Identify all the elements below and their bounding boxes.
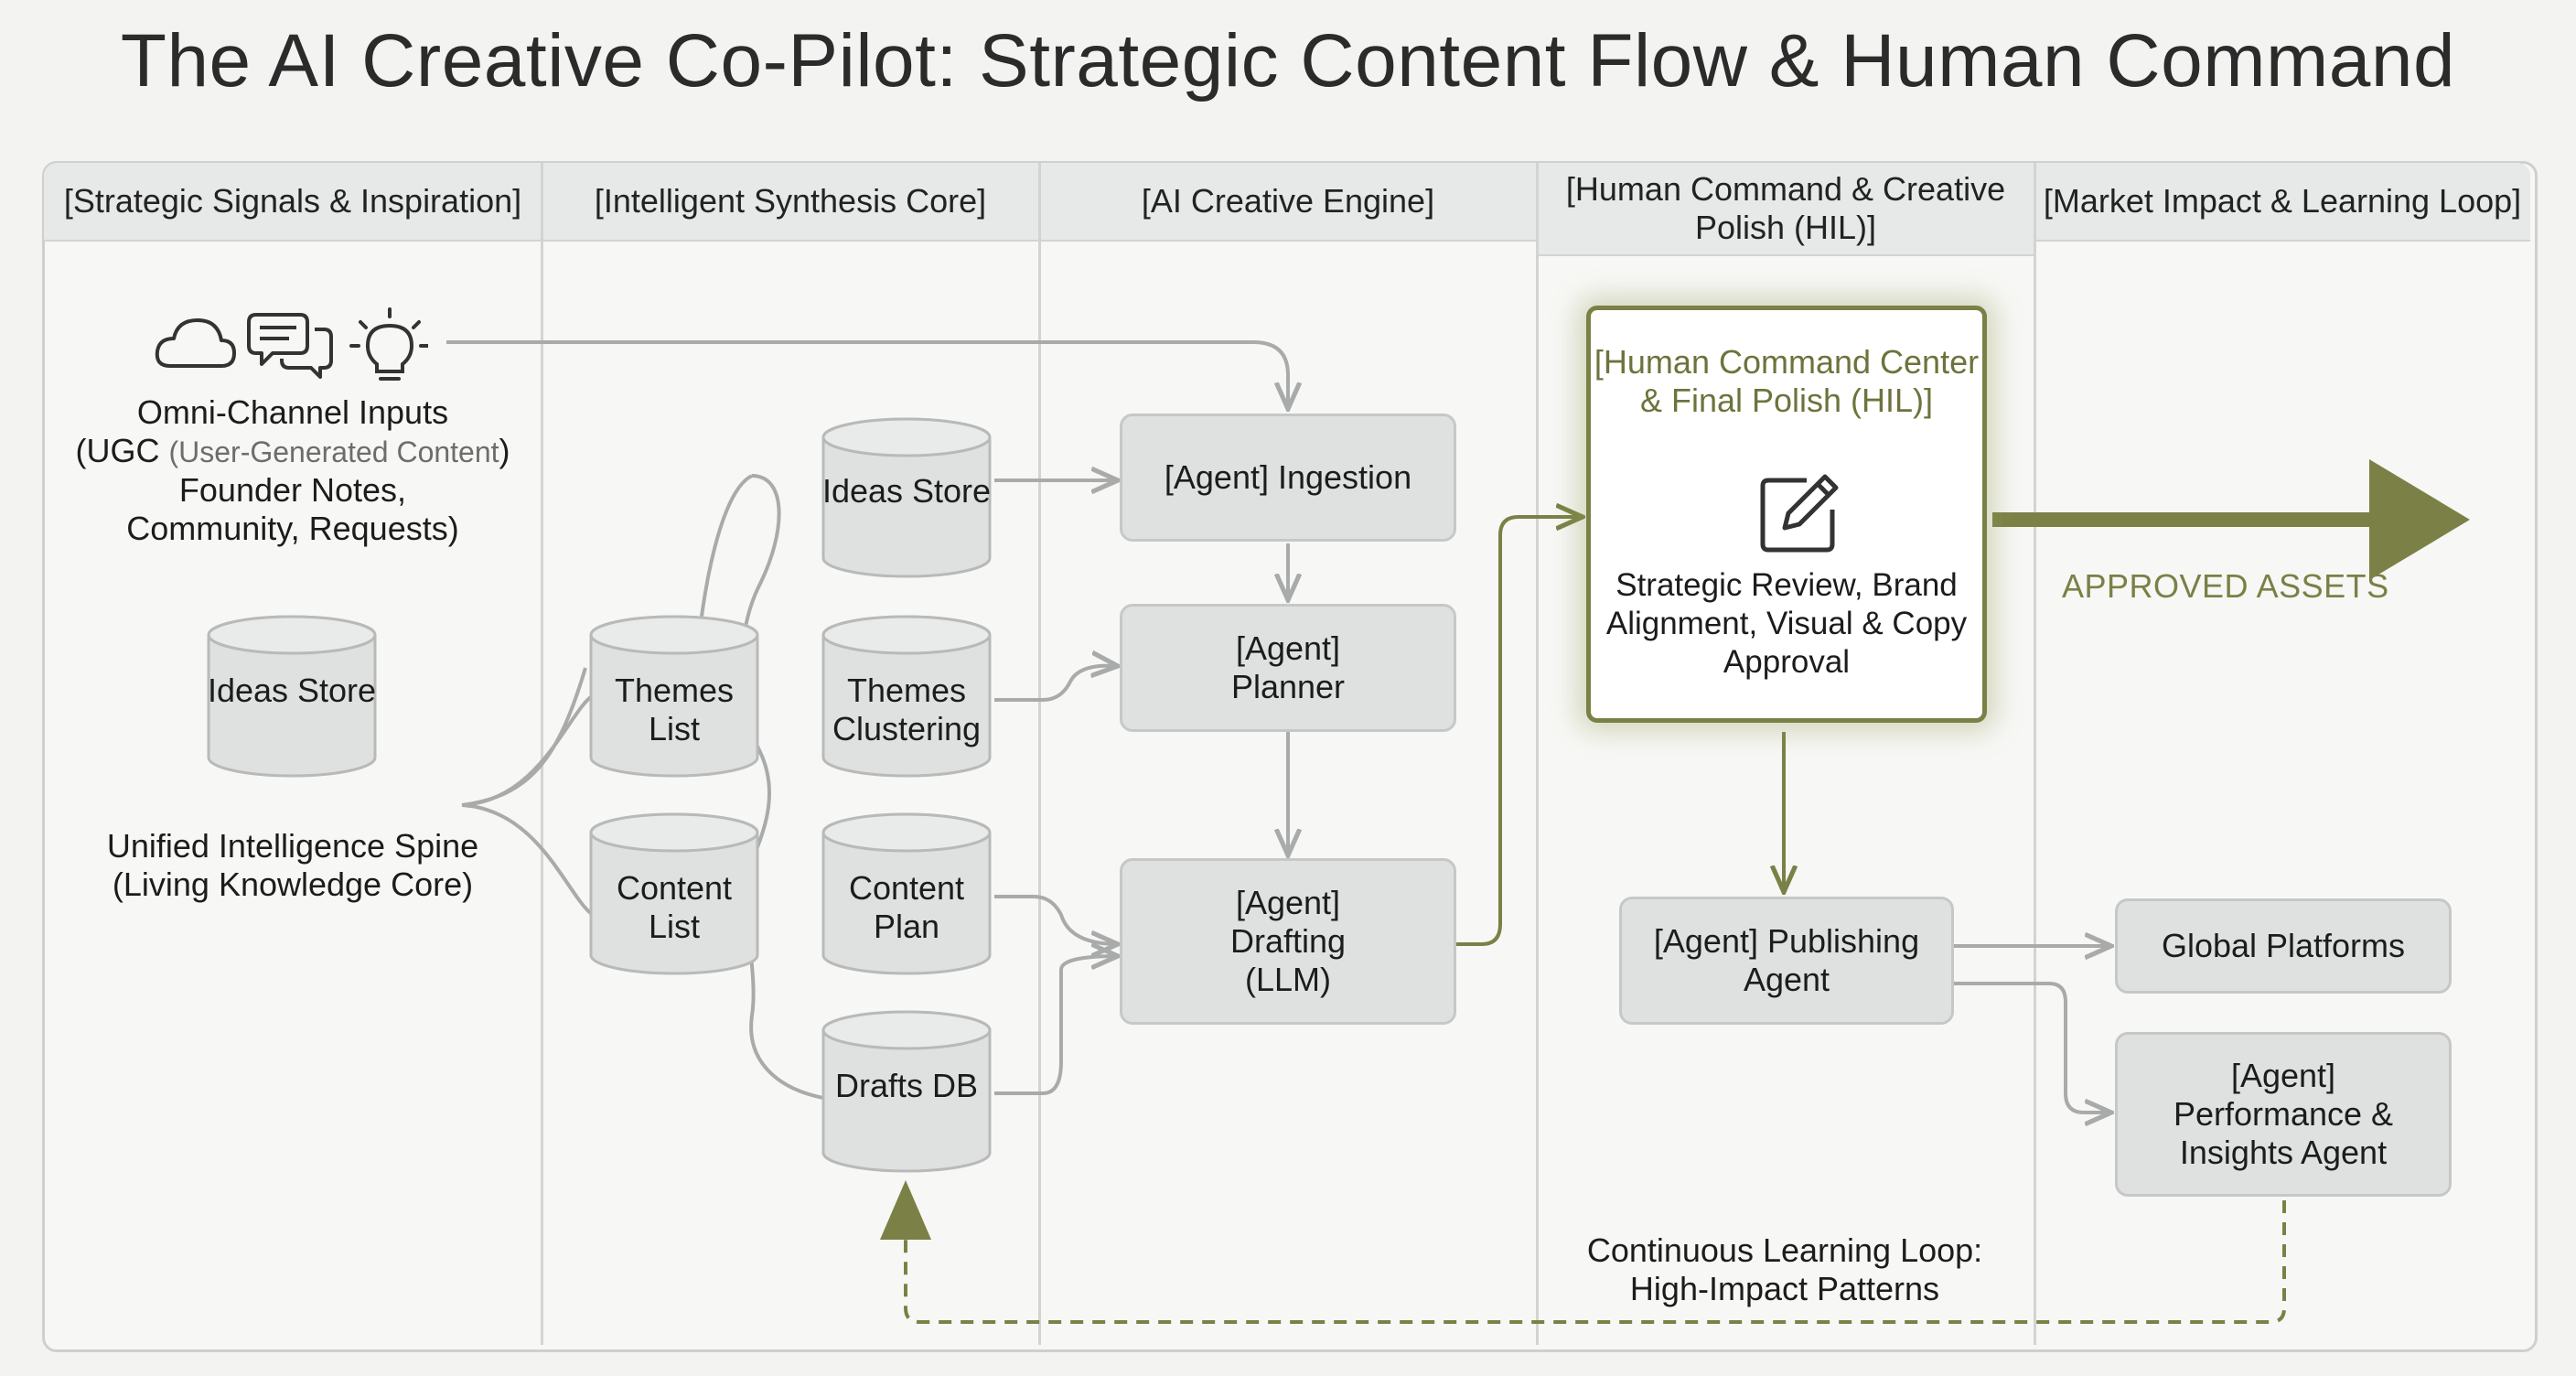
signal-icons: [155, 307, 428, 381]
agent-planner: [Agent] Planner: [1120, 604, 1456, 732]
loop-arrowhead: [880, 1180, 931, 1240]
column-header-market: [Market Impact & Learning Loop]: [2034, 163, 2530, 242]
drafts-db: Drafts DB: [821, 1010, 992, 1173]
human-command-center[interactable]: [Human Command Center & Final Polish (HI…: [1586, 306, 1987, 723]
global-platforms: Global Platforms: [2115, 898, 2452, 994]
cloud-icon: [155, 318, 236, 368]
themes-list: Themes List: [589, 615, 759, 778]
chat-bubbles-icon: [247, 313, 333, 379]
column-divider: [541, 163, 543, 1345]
edit-icon: [1760, 474, 1839, 553]
content-list: Content List: [589, 812, 759, 975]
inputs-line: Founder Notes,: [178, 471, 407, 509]
learning-loop-caption: Continuous Learning Loop: High-Impact Pa…: [1586, 1231, 1983, 1307]
ideas-store: Ideas Store: [821, 417, 992, 578]
lightbulb-icon: [349, 307, 428, 381]
hil-description: Strategic Review, Brand Alignment, Visua…: [1605, 567, 1968, 680]
approved-assets-label: APPROVED ASSETS: [2062, 567, 2389, 605]
agent-ingestion: [Agent] Ingestion: [1120, 414, 1456, 542]
column-header-hil: [Human Command & Creative Polish (HIL)]: [1537, 163, 2034, 256]
column-header-synthesis: [Intelligent Synthesis Core]: [542, 163, 1039, 242]
page-title: The AI Creative Co-Pilot: Strategic Cont…: [120, 19, 2456, 102]
hil-title: [Human Command Center & Final Polish (HI…: [1594, 343, 1980, 419]
spine-ideas-store: Ideas Store: [207, 615, 377, 778]
column-header-engine: [AI Creative Engine]: [1039, 163, 1537, 242]
column-divider: [1536, 163, 1539, 1345]
agent-drafting: [Agent] Drafting (LLM): [1120, 858, 1456, 1025]
agent-performance-insights: [Agent] Performance & Insights Agent: [2115, 1032, 2452, 1197]
themes-clustering: Themes Clustering: [821, 615, 992, 778]
approved-assets-arrow: [1992, 459, 2470, 580]
agent-publishing: [Agent] Publishing Agent: [1619, 897, 1954, 1025]
inputs-ugc-line: (UGC (User-Generated Content): [75, 432, 510, 469]
column-divider: [1038, 163, 1041, 1345]
content-plan: Content Plan: [821, 812, 992, 975]
omni-channel-inputs: Omni-Channel Inputs (UGC (User-Generated…: [55, 393, 531, 548]
column-header-signals: [Strategic Signals & Inspiration]: [44, 163, 542, 242]
spine-caption: Unified Intelligence Spine (Living Knowl…: [106, 827, 479, 903]
inputs-line: Community, Requests): [126, 510, 459, 547]
inputs-title: Omni-Channel Inputs: [136, 393, 449, 431]
column-divider: [2034, 163, 2036, 1345]
